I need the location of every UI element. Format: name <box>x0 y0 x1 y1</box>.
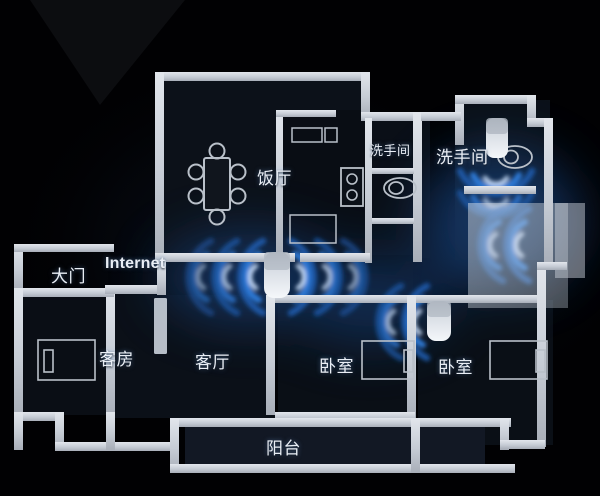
furniture-layer <box>37 127 548 381</box>
room-floors <box>20 80 553 470</box>
floor-guest <box>20 295 110 415</box>
corner-triangle-decoration <box>30 0 185 105</box>
dining-table-with-6-chairs <box>187 142 247 226</box>
bedroom-2-bed <box>489 340 548 380</box>
kitchen-stove <box>340 167 364 207</box>
wifi-arcs-left <box>188 241 263 313</box>
toilet-fixture-1 <box>383 177 417 199</box>
kitchen-counter <box>291 127 338 143</box>
guest-room-bed <box>37 339 96 381</box>
walls <box>14 72 567 473</box>
kitchen-cabinet <box>289 214 337 244</box>
bedroom-extender <box>427 301 451 341</box>
bathroom-extender <box>486 118 508 158</box>
living-room-door <box>154 298 167 354</box>
main-router <box>264 252 290 298</box>
device-layer <box>264 118 508 341</box>
bedroom-1-bed <box>361 340 415 380</box>
translucent-overlay-panel <box>468 203 585 308</box>
